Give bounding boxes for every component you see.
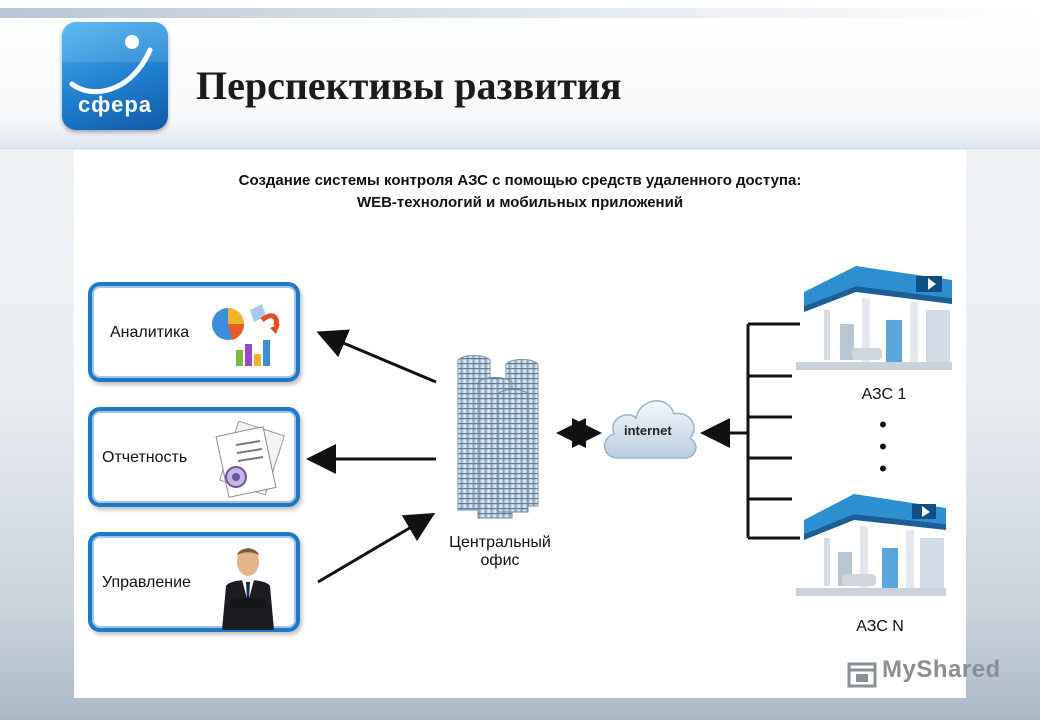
gas-station-icon — [796, 494, 946, 596]
logo-swoosh-icon — [62, 22, 168, 95]
subtitle-line-1: Создание системы контроля АЗС с помощью … — [238, 172, 802, 189]
sfera-logo: сфера — [62, 22, 168, 130]
central-office-label: Центральный офис — [424, 534, 576, 570]
cloud-icon — [604, 400, 697, 459]
arrow-to-analytics — [316, 329, 437, 384]
watermark-text: MyShared — [882, 656, 1001, 683]
subtitle: Создание системы контроля АЗС с помощью … — [74, 170, 966, 214]
station-first-label: АЗС 1 — [861, 386, 907, 403]
businessman-icon — [222, 548, 274, 630]
documents-icon — [215, 421, 286, 498]
cloud-label: internet — [624, 423, 672, 438]
charts-icon — [212, 304, 280, 366]
station-bus-lines — [746, 322, 800, 540]
station-last-label: АЗС N — [856, 618, 904, 635]
box-management: Управление — [88, 532, 300, 632]
page-title: Перспективы развития — [196, 63, 622, 108]
central-office-label-line-1: Центральный — [449, 534, 551, 551]
gas-station-icon — [796, 266, 952, 370]
logo-text: сфера — [77, 92, 153, 117]
box-reporting: Отчетность — [88, 407, 300, 507]
box-analytics: Аналитика — [88, 282, 300, 382]
box-management-label: Управление — [102, 574, 191, 591]
arrow-to-management — [317, 512, 436, 584]
subtitle-line-2: WEB-технологий и мобильных приложений — [356, 194, 684, 211]
office-buildings-icon — [457, 355, 539, 519]
box-reporting-label: Отчетность — [102, 449, 188, 466]
central-office-label-line-2: офис — [480, 552, 520, 569]
station-ellipsis: ••• — [879, 412, 887, 481]
box-analytics-label: Аналитика — [110, 324, 190, 341]
header-band — [0, 0, 1040, 149]
watermark-icon — [847, 662, 877, 688]
